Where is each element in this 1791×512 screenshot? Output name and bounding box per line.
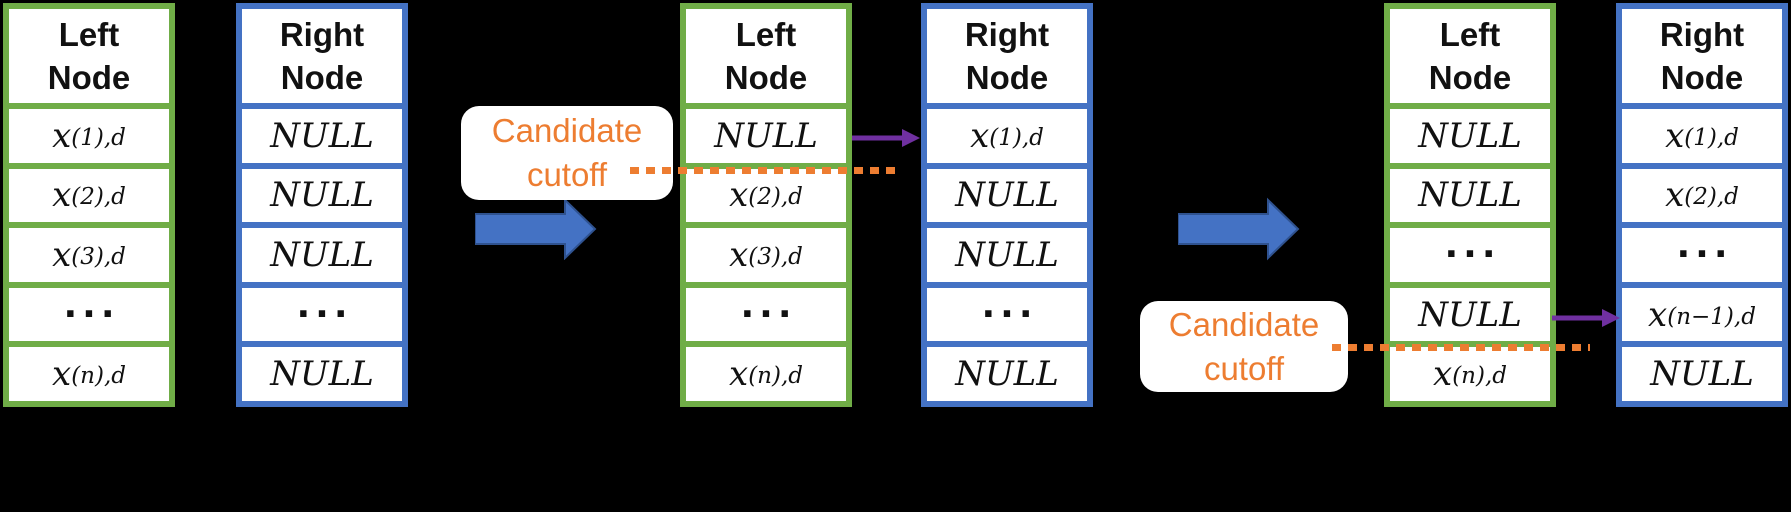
table-cell: NULL — [1622, 347, 1782, 401]
table-cell: x(2),d — [686, 168, 846, 223]
cutoff-dotted-line — [1332, 344, 1590, 351]
table-cell: x(n),d — [686, 347, 846, 401]
table-cell: ··· — [9, 287, 169, 342]
table-cell: ··· — [242, 287, 402, 342]
table-cell: NULL — [1390, 168, 1550, 223]
table-header: Left Node — [1390, 9, 1550, 103]
table-header: Right Node — [927, 9, 1087, 103]
table-header: Right Node — [242, 9, 402, 103]
cutoff-dotted-line — [630, 167, 896, 174]
table-cell: x(3),d — [9, 228, 169, 282]
table-cell: x(n−1),d — [1622, 287, 1782, 342]
table-header: Left Node — [9, 9, 169, 103]
transition-arrow-icon — [475, 198, 597, 260]
table-cell: NULL — [242, 228, 402, 282]
table-header: Right Node — [1622, 9, 1782, 103]
table-cell: NULL — [242, 347, 402, 401]
swap-arrow-icon — [852, 129, 920, 147]
table-cell: x(1),d — [9, 109, 169, 163]
candidate-cutoff-label: Candidate cutoff — [461, 106, 673, 200]
table-cell: x(2),d — [9, 168, 169, 223]
table-cell: NULL — [927, 168, 1087, 223]
table-cell: ··· — [1622, 228, 1782, 282]
table-cell: x(3),d — [686, 228, 846, 282]
table-cell: x(1),d — [1622, 109, 1782, 163]
table-cell: ··· — [686, 287, 846, 342]
table-cell: x(2),d — [1622, 168, 1782, 223]
table-cell: NULL — [686, 109, 846, 163]
table-cell: NULL — [1390, 287, 1550, 342]
table-cell: NULL — [927, 228, 1087, 282]
table-cell: ··· — [927, 287, 1087, 342]
table-cell: x(n),d — [9, 347, 169, 401]
table-cell: NULL — [242, 168, 402, 223]
table-cell: ··· — [1390, 228, 1550, 282]
transition-arrow-icon — [1178, 197, 1300, 261]
table-cell: x(n),d — [1390, 347, 1550, 401]
candidate-cutoff-label: Candidate cutoff — [1140, 301, 1348, 392]
table-cell: NULL — [927, 347, 1087, 401]
table-cell: NULL — [242, 109, 402, 163]
table-header: Left Node — [686, 9, 846, 103]
table-cell: NULL — [1390, 109, 1550, 163]
swap-arrow-icon — [1552, 309, 1620, 327]
table-cell: x(1),d — [927, 109, 1087, 163]
